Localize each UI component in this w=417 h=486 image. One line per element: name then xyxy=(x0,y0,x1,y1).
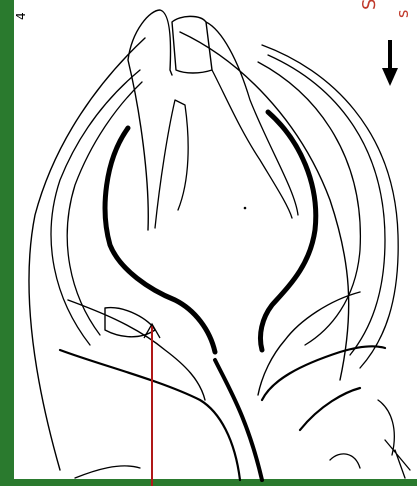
lower-left-fragment xyxy=(75,466,140,478)
lower-flange-right xyxy=(258,292,360,395)
lower-right-fragments xyxy=(330,400,410,478)
outer-envelope-outline xyxy=(29,32,349,470)
corner-mark: 4 xyxy=(14,12,28,20)
orientation-letter-2: s xyxy=(393,10,412,18)
arrow-down-icon xyxy=(382,40,398,86)
orientation-letter: S xyxy=(359,0,380,10)
bold-cup-left xyxy=(105,128,215,352)
spike-right-arm xyxy=(206,22,298,218)
bold-cup-right xyxy=(260,112,315,350)
central-spike-inner xyxy=(155,100,188,228)
spike-tip-box xyxy=(172,16,212,73)
speck xyxy=(244,207,247,210)
stem-bold xyxy=(215,360,262,480)
stem-right xyxy=(262,346,385,430)
pointer-arrow-icon xyxy=(144,324,160,486)
inner-envelope-left xyxy=(51,70,142,345)
lower-flange-left xyxy=(68,300,205,400)
right-scale-outer xyxy=(262,45,398,368)
central-spike-outline xyxy=(128,10,172,230)
stem-left xyxy=(60,350,240,480)
